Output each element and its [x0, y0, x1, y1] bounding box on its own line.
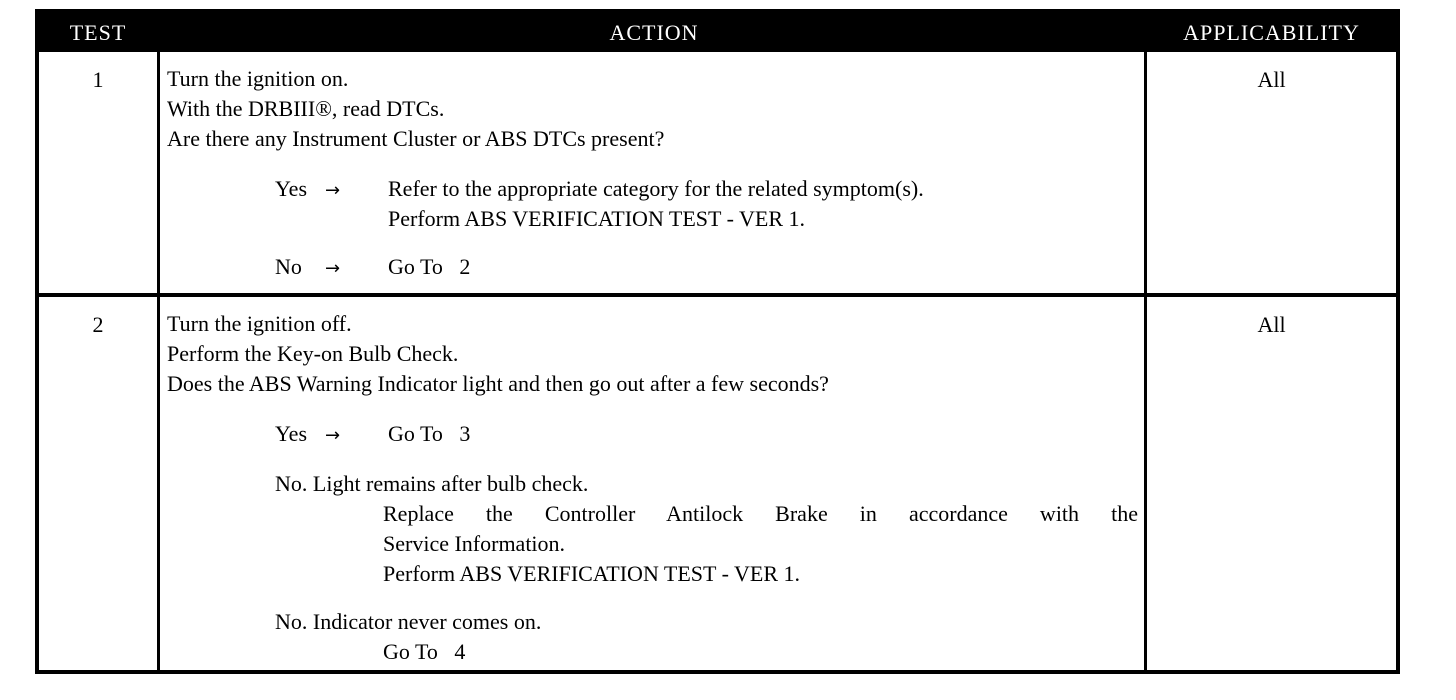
option-result: Replace the Controller Antilock Brake in…: [383, 499, 1138, 589]
arrow-right-icon: →: [325, 425, 341, 446]
test-number: 2: [92, 312, 104, 337]
table-row-test-2: 2 Turn the ignition off. Perform the Key…: [39, 297, 1396, 670]
row-divider: [39, 293, 1396, 297]
option-result-line: Go To 4: [383, 639, 466, 664]
column-divider-applicability: [1144, 52, 1147, 670]
action-cell: Turn the ignition off. Perform the Key-o…: [167, 309, 1138, 667]
test-number: 1: [92, 67, 104, 92]
header-action: ACTION: [609, 20, 699, 45]
option-result-line: Service Information.: [383, 531, 566, 556]
action-step: With the DRBIII®, read DTCs.: [167, 96, 445, 121]
action-step: Perform the Key-on Bulb Check.: [167, 341, 459, 366]
arrow-right-icon: →: [325, 180, 341, 201]
option-no-indicator-never-on: No. Indicator never comes on.: [275, 609, 542, 634]
header-applicability: APPLICABILITY: [1183, 20, 1360, 45]
option-result-line: Perform ABS VERIFICATION TEST - VER 1.: [383, 561, 801, 586]
option-yes: Yes → Go To 3: [275, 419, 1137, 451]
applicability-value: All: [1257, 312, 1286, 337]
action-step: Turn the ignition on.: [167, 66, 349, 91]
table-row-test-1: 1 Turn the ignition on. With the DRBIII®…: [39, 52, 1396, 295]
table-header: TEST ACTION APPLICABILITY: [39, 13, 1396, 52]
column-divider-test: [157, 52, 160, 670]
option-result-line: Go To 2: [388, 254, 471, 279]
option-no: No → Go To 2: [275, 252, 1137, 284]
option-yes: Yes → Refer to the appropriate category fo…: [275, 174, 1137, 234]
option-result-line: Go To 3: [388, 421, 471, 446]
option-label: Yes: [275, 421, 308, 446]
arrow-right-icon: →: [325, 258, 341, 279]
option-result-line: Refer to the appropriate category for th…: [388, 176, 924, 201]
diagnostic-test-table: TEST ACTION APPLICABILITY 1 Turn the ign…: [35, 9, 1400, 674]
action-question: Does the ABS Warning Indicator light and…: [167, 371, 829, 396]
option-label: Yes: [275, 176, 308, 201]
action-cell: Turn the ignition on. With the DRBIII®, …: [167, 64, 1137, 284]
option-result-line: Perform ABS VERIFICATION TEST - VER 1.: [388, 206, 806, 231]
option-label: No: [275, 254, 302, 279]
action-question: Are there any Instrument Cluster or ABS …: [167, 126, 665, 151]
option-result: Refer to the appropriate category for th…: [388, 174, 924, 234]
applicability-value: All: [1257, 67, 1286, 92]
header-test: TEST: [69, 20, 127, 45]
option-result-line: Replace the Controller Antilock Brake in…: [383, 501, 1138, 526]
action-step: Turn the ignition off.: [167, 311, 352, 336]
option-no-light-remains: No. Light remains after bulb check.: [275, 471, 589, 496]
